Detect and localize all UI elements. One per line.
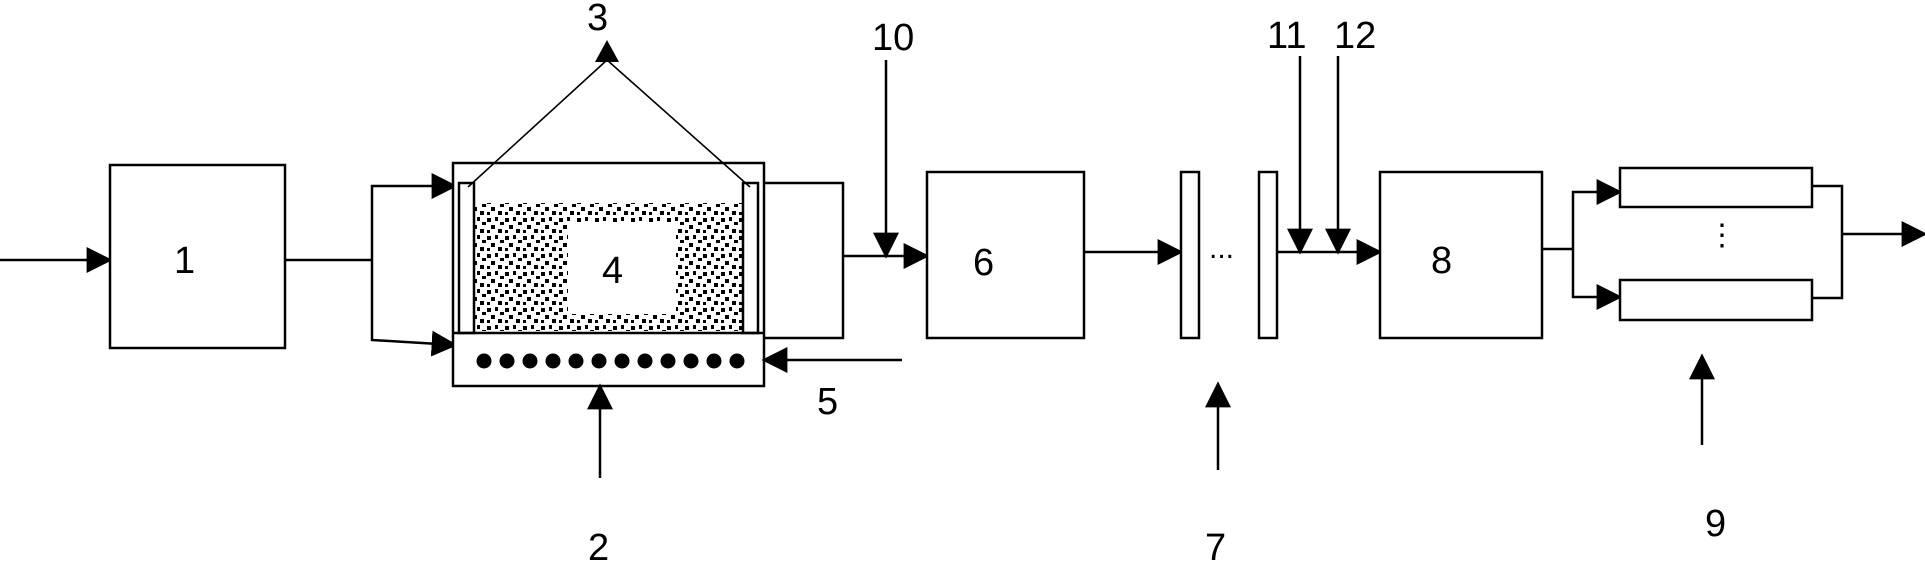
pointer-3-left	[467, 59, 608, 188]
bead-row	[476, 353, 745, 369]
arrowhead-3	[595, 40, 619, 62]
label-7: 7	[1205, 527, 1226, 562]
label-4: 4	[602, 250, 623, 292]
label-9: 9	[1705, 503, 1726, 545]
label-6: 6	[973, 242, 994, 284]
label-5: 5	[817, 381, 838, 423]
split-lower	[370, 260, 458, 357]
electrode-left	[457, 181, 476, 335]
label-10: 10	[872, 17, 914, 59]
label-11: 11	[1267, 15, 1306, 57]
block-6	[925, 170, 1086, 340]
reactor-output	[764, 181, 845, 340]
module-bottom	[1618, 278, 1814, 322]
pointer-3-right	[606, 59, 751, 188]
label-2: 2	[588, 527, 609, 562]
split-to-module-top	[1571, 179, 1623, 249]
block-1	[108, 163, 287, 350]
plate-first	[1179, 170, 1201, 340]
module-top	[1618, 166, 1814, 209]
electrode-right	[741, 181, 760, 335]
label-12: 12	[1334, 15, 1376, 57]
label-8: 8	[1431, 240, 1452, 282]
block-4	[568, 222, 676, 314]
module-bottom-output	[1812, 234, 1844, 300]
block-8	[1378, 170, 1544, 340]
split-upper	[370, 173, 458, 260]
module-top-output	[1812, 184, 1844, 234]
plates-ellipsis: ...	[1209, 232, 1234, 265]
label-3: 3	[587, 0, 608, 39]
split-to-module-bottom	[1571, 249, 1623, 310]
label-1: 1	[174, 240, 195, 282]
plate-last	[1257, 170, 1279, 340]
modules-ellipsis: ⋮	[1707, 219, 1737, 252]
